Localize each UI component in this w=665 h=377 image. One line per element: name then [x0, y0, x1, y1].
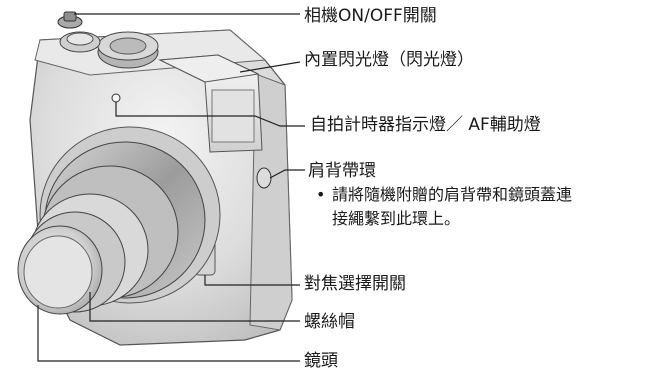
- leader-line-lens: [37, 305, 300, 362]
- leader-lines: [37, 13, 305, 362]
- label-lens: 鏡頭: [304, 351, 338, 371]
- power-switch: [57, 11, 83, 29]
- leader-line-flash: [239, 61, 301, 73]
- leader-line-strap: [269, 169, 305, 179]
- strap-note-line2: 接繩繫到此環上。: [332, 209, 461, 228]
- label-self-timer-lamp: 自拍計時器指示燈／ AF輔助燈: [310, 115, 541, 135]
- label-strap-eyelet: 肩背帶環: [308, 161, 376, 181]
- label-lens-ring: 螺絲帽: [304, 312, 355, 332]
- mode-dial: [97, 31, 159, 69]
- strap-note-line1: • 請將隨機附贈的肩背帶和鏡頭蓋連: [316, 184, 572, 206]
- shutter-button: [59, 31, 101, 53]
- label-flash: 內置閃光燈（閃光燈）: [304, 50, 474, 70]
- leader-line-focus: [204, 275, 300, 286]
- strap-eyelet: [256, 167, 272, 189]
- leader-line-self-timer: [115, 102, 305, 127]
- strap-note-bullet: •: [316, 185, 326, 204]
- lens-assembly: [17, 126, 221, 315]
- label-focus-switch: 對焦選擇開關: [304, 274, 406, 294]
- leader-line-lens-ring: [89, 292, 300, 322]
- label-power-switch: 相機ON/OFF開關: [304, 6, 437, 26]
- strap-note-text1: 請將隨機附贈的肩背帶和鏡頭蓋連: [332, 185, 573, 204]
- self-timer-lamp: [111, 93, 121, 103]
